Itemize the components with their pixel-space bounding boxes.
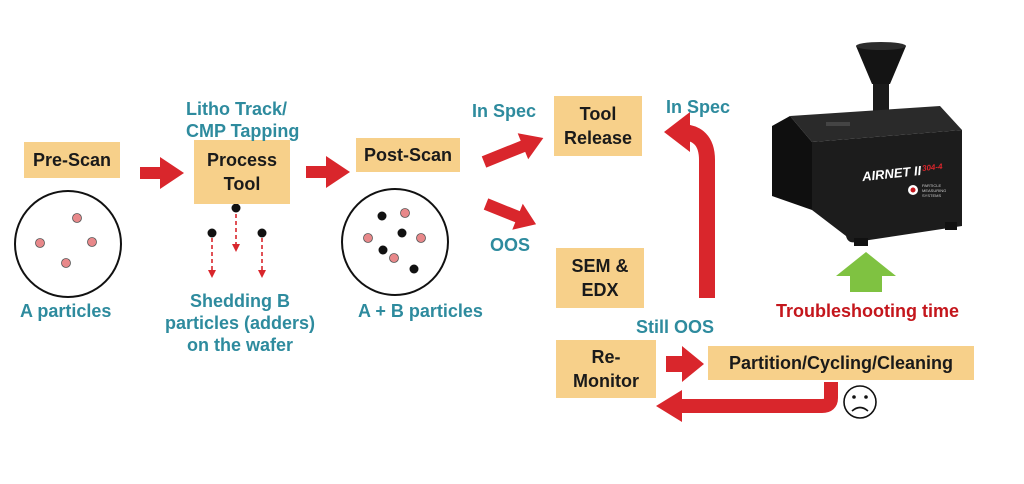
particle-b (397, 228, 407, 238)
troubleshooting-label: Troubleshooting time (776, 301, 959, 321)
prescan-label: Pre-Scan (32, 150, 112, 170)
particle-a (416, 233, 426, 243)
particle-a (389, 253, 399, 263)
a-particles-label: A particles (20, 301, 112, 321)
sad-face-icon (843, 385, 877, 419)
arrow-partition-to-remonitor (682, 382, 838, 413)
postscan-box: Post-Scan (356, 138, 460, 172)
postscan-label: Post-Scan (363, 145, 453, 165)
in-spec-label-1: In Spec (472, 101, 537, 121)
particle-b (377, 211, 387, 221)
partition-box: Partition/Cycling/Cleaning (708, 346, 974, 380)
wafer-a (14, 190, 122, 298)
device-maker: PARTICLE MEASURING SYSTEMS (922, 183, 947, 198)
particle-a (87, 237, 97, 247)
wafer-ab (341, 188, 449, 296)
process-tool-box: Process Tool (194, 140, 290, 204)
arrow-postscan-to-oos (483, 198, 537, 230)
particle-a (72, 213, 82, 223)
sem-edx-box: SEM & EDX (556, 248, 644, 308)
shedding-arrow-heads (208, 244, 266, 278)
particle-a (61, 258, 71, 268)
prescan-box: Pre-Scan (24, 142, 120, 178)
particle-b (409, 264, 419, 274)
arrow-head-remonitor (656, 390, 682, 422)
particle-a (363, 233, 373, 243)
shedding-label: Shedding B particles (adders) on the waf… (164, 291, 316, 355)
shed-particle (257, 228, 267, 238)
tool-release-box: Tool Release (554, 96, 642, 156)
shed-particle (207, 228, 217, 238)
arrow-still-oos-to-release (679, 124, 715, 298)
particle-b (378, 245, 388, 255)
green-up-arrow (836, 252, 896, 292)
arrow-remonitor-to-partition (666, 346, 704, 382)
arrow-prescan-to-process (140, 157, 184, 189)
litho-label: Litho Track/ CMP Tapping (186, 99, 300, 141)
in-spec-label-2: In Spec (666, 97, 731, 117)
still-oos-label: Still OOS (636, 317, 715, 337)
shed-particle (231, 203, 241, 213)
airnet-particle-counter-device (772, 42, 962, 246)
arrow-process-to-postscan (306, 156, 350, 188)
shedding-arrows (211, 214, 263, 272)
oos-label: OOS (490, 235, 531, 255)
particle-a (400, 208, 410, 218)
remonitor-box: Re- Monitor (556, 340, 656, 398)
arrow-head-release (664, 112, 690, 152)
arrow-postscan-to-release (481, 133, 544, 168)
ab-particles-label: A + B particles (358, 301, 483, 321)
particle-a (35, 238, 45, 248)
partition-label: Partition/Cycling/Cleaning (728, 353, 954, 373)
